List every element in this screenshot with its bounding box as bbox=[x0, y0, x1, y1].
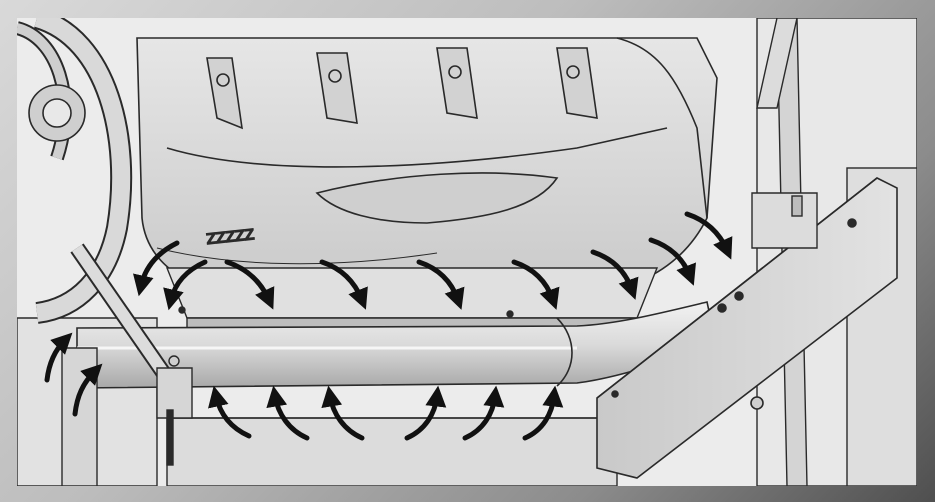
airflow-arrow bbox=[321, 385, 365, 441]
airflow-arrow bbox=[133, 240, 180, 297]
flange-bolts bbox=[206, 47, 598, 130]
airflow-arrow bbox=[648, 237, 696, 286]
airflow-arrow bbox=[684, 211, 733, 260]
airflow-arrow bbox=[266, 385, 310, 441]
svg-text:ZZZZZ: ZZZZZ bbox=[206, 227, 255, 248]
airflow-arrow bbox=[404, 385, 447, 441]
airflow-arrow bbox=[416, 259, 465, 310]
airflow-illustration: ZZZZZ bbox=[17, 18, 917, 486]
steering-wheel bbox=[17, 18, 174, 383]
upper-bracket bbox=[751, 18, 818, 249]
skid-plate bbox=[165, 267, 659, 329]
airflow-arrow bbox=[319, 259, 368, 310]
illustration-canvas: ZZZZZ bbox=[17, 18, 917, 486]
airflow-arrow bbox=[462, 385, 505, 441]
side-bracket bbox=[596, 177, 898, 479]
airflow-arrow bbox=[511, 259, 560, 310]
airflow-arrow bbox=[208, 385, 252, 439]
airflow-arrow bbox=[44, 332, 73, 383]
airflow-arrow bbox=[72, 363, 103, 417]
airflow-arrows-upper bbox=[133, 211, 733, 311]
airflow-arrow bbox=[522, 385, 564, 441]
airflow-arrow bbox=[224, 259, 275, 310]
engine-block: ZZZZZ bbox=[136, 37, 718, 301]
airflow-arrow bbox=[163, 259, 208, 311]
airflow-arrow bbox=[590, 249, 639, 300]
airflow-arrows-lower bbox=[44, 332, 564, 441]
